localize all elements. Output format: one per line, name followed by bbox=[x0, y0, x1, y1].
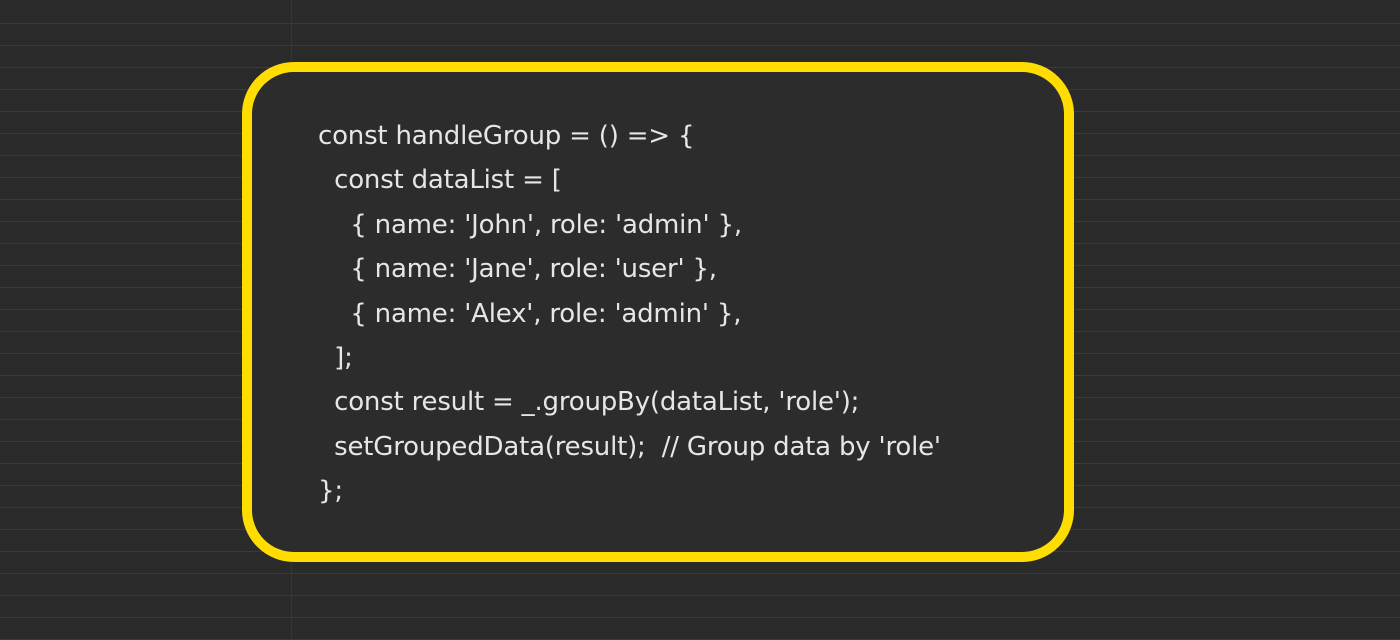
code-line: { name: 'John', role: 'admin' }, bbox=[318, 209, 742, 240]
code-line: const dataList = [ bbox=[318, 165, 562, 196]
code-line: }; bbox=[318, 476, 343, 507]
code-line: const result = _.groupBy(dataList, 'role… bbox=[318, 387, 860, 418]
code-highlight-frame bbox=[242, 62, 1074, 562]
code-line: ]; bbox=[318, 342, 353, 373]
code-block: const handleGroup = () => { const dataLi… bbox=[318, 114, 941, 514]
code-line: const handleGroup = () => { bbox=[318, 121, 695, 151]
code-line: { name: 'Alex', role: 'admin' }, bbox=[318, 298, 742, 329]
code-line: setGroupedData(result); // Group data by… bbox=[318, 431, 941, 462]
code-line: { name: 'Jane', role: 'user' }, bbox=[318, 254, 717, 285]
